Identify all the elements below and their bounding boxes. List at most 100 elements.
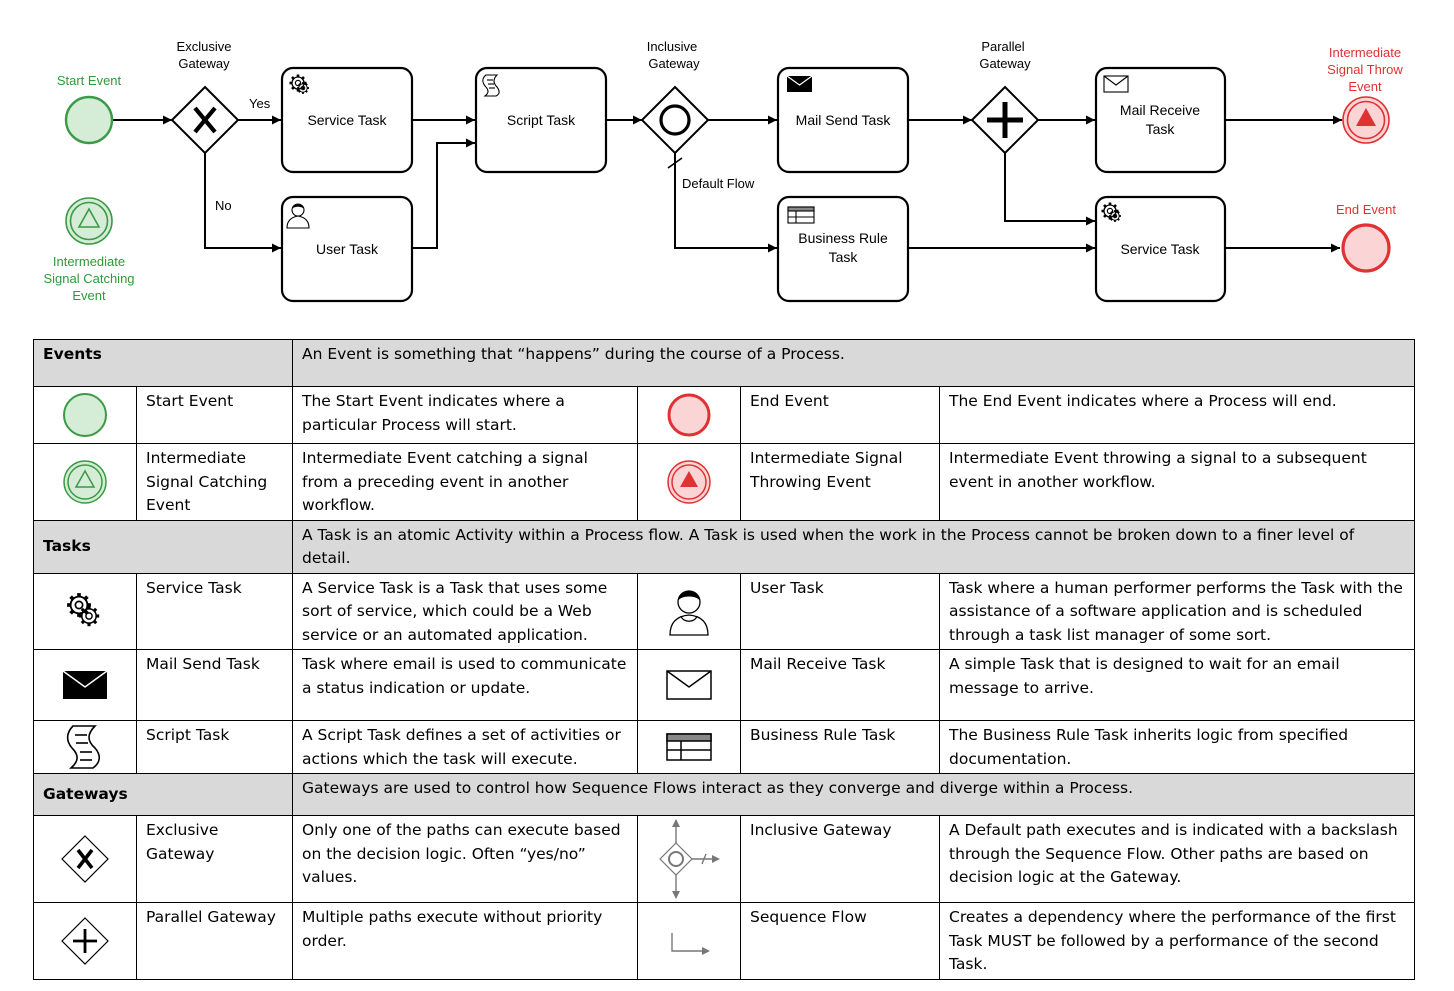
row-desc: Intermediate Event catching a signal fro…: [292, 443, 638, 521]
user-task: User Task: [280, 195, 414, 303]
row-desc: A Service Task is a Task that uses some …: [292, 572, 638, 650]
service-task-2-label: Service Task: [1120, 241, 1200, 257]
signal-throw-event: Intermediate Signal Throw Event: [1327, 45, 1403, 144]
row-name: Parallel Gateway: [136, 902, 293, 980]
events-header-row: Events An Event is something that “happe…: [33, 339, 1415, 387]
parallel-gateway-label-1: Parallel: [981, 39, 1024, 54]
parallel-gateway-icon: [33, 902, 137, 980]
table-row: Start Event The Start Event indicates wh…: [33, 386, 1415, 444]
exclusive-gateway-label-1: Exclusive: [177, 39, 232, 54]
user-icon: [637, 572, 741, 650]
tasks-header-row: Tasks A Task is an atomic Activity withi…: [33, 519, 1415, 574]
start-event: Start Event: [57, 73, 122, 145]
envelope-filled-icon: [786, 75, 813, 92]
row-name: Intermediate Signal Throwing Event: [740, 443, 940, 521]
gateways-title: Gateways: [33, 773, 293, 816]
mail-send-task: Mail Send Task: [776, 66, 910, 174]
service-task-label: Service Task: [307, 112, 387, 128]
signal-throw-label-1: Intermediate: [1329, 45, 1401, 60]
envelope-filled-icon: [33, 649, 137, 721]
events-desc: An Event is something that “happens” dur…: [292, 339, 1415, 387]
table-row: Exclusive Gateway Only one of the paths …: [33, 815, 1415, 903]
row-name: Script Task: [136, 720, 293, 774]
events-title: Events: [33, 339, 293, 387]
gateways-desc: Gateways are used to control how Sequenc…: [292, 773, 1415, 816]
inclusive-gateway-label-2: Gateway: [648, 56, 700, 71]
service-task-2: Service Task: [1094, 195, 1227, 303]
mail-receive-label-1: Mail Receive: [1120, 102, 1200, 118]
parallel-gateway: Parallel Gateway: [970, 39, 1040, 155]
tasks-title: Tasks: [33, 519, 293, 574]
table-row: Parallel Gateway Multiple paths execute …: [33, 902, 1415, 980]
row-desc: A Default path executes and is indicated…: [939, 815, 1415, 903]
row-name: Business Rule Task: [740, 720, 940, 774]
service-task: Service Task: [280, 66, 414, 174]
row-desc: The Business Rule Task inherits logic fr…: [939, 720, 1415, 774]
business-rule-icon: [637, 720, 741, 774]
row-name: Start Event: [136, 386, 293, 444]
inclusive-gateway-label-1: Inclusive: [647, 39, 698, 54]
row-name: Intermediate Signal Catching Event: [136, 443, 293, 521]
start-event-icon: [33, 386, 137, 444]
end-event: End Event: [1336, 202, 1396, 273]
row-desc: The Start Event indicates where a partic…: [292, 386, 638, 444]
script-task-label: Script Task: [507, 112, 576, 128]
signal-catch-event: Intermediate Signal Catching Event: [43, 197, 135, 303]
exclusive-gateway-label-2: Gateway: [178, 56, 230, 71]
user-icon: [286, 203, 310, 229]
row-desc: Task where email is used to communicate …: [292, 649, 638, 721]
row-name: User Task: [740, 572, 940, 650]
row-name: Inclusive Gateway: [740, 815, 940, 903]
end-event-label: End Event: [1336, 202, 1396, 217]
inclusive-gateway: Inclusive Gateway Default Flow: [640, 39, 755, 191]
start-event-label: Start Event: [57, 73, 122, 88]
tasks-desc: A Task is an atomic Activity within a Pr…: [292, 519, 1415, 574]
signal-throw-icon: [637, 443, 741, 521]
table-row: Mail Send Task Task where email is used …: [33, 649, 1415, 721]
sequence-flow-icon: [637, 902, 741, 980]
legend-table: Events An Event is something that “happe…: [33, 339, 1415, 980]
table-row: Intermediate Signal Catching Event Inter…: [33, 443, 1415, 521]
signal-throw-label-2: Signal Throw: [1327, 62, 1403, 77]
row-desc: Task where a human performer performs th…: [939, 572, 1415, 650]
envelope-outline-icon: [1103, 75, 1129, 93]
sequence-flows: [113, 115, 1342, 253]
row-desc: Only one of the paths can execute based …: [292, 815, 638, 903]
row-desc: The End Event indicates where a Process …: [939, 386, 1415, 444]
gateways-header-row: Gateways Gateways are used to control ho…: [33, 773, 1415, 816]
business-rule-icon: [787, 206, 815, 224]
signal-catch-label-2: Signal Catching: [43, 271, 134, 286]
exclusive-gateway: Exclusive Gateway Yes No: [170, 39, 271, 213]
envelope-outline-icon: [637, 649, 741, 721]
inclusive-gateway-icon: [637, 815, 741, 903]
row-name: Service Task: [136, 572, 293, 650]
signal-catch-label-3: Event: [72, 288, 106, 303]
gear-icon: [33, 572, 137, 650]
no-label: No: [215, 198, 232, 213]
mail-receive-task: Mail Receive Task: [1094, 66, 1227, 174]
row-name: Sequence Flow: [740, 902, 940, 980]
row-desc: Intermediate Event throwing a signal to …: [939, 443, 1415, 521]
default-flow-label: Default Flow: [682, 176, 755, 191]
row-desc: Creates a dependency where the performan…: [939, 902, 1415, 980]
row-name: Exclusive Gateway: [136, 815, 293, 903]
table-row: Script Task A Script Task defines a set …: [33, 720, 1415, 774]
business-rule-label-2: Task: [829, 249, 859, 265]
business-rule-label-1: Business Rule: [798, 230, 888, 246]
signal-throw-label-3: Event: [1348, 79, 1382, 94]
script-icon: [482, 74, 500, 97]
row-name: End Event: [740, 386, 940, 444]
bpmn-diagram: Start Event Intermediate Signal Catching…: [43, 39, 1403, 303]
parallel-gateway-label-2: Gateway: [979, 56, 1031, 71]
table-row: Service Task A Service Task is a Task th…: [33, 572, 1415, 650]
row-name: Mail Send Task: [136, 649, 293, 721]
mail-send-task-label: Mail Send Task: [796, 112, 892, 128]
row-desc: Multiple paths execute without priority …: [292, 902, 638, 980]
row-name: Mail Receive Task: [740, 649, 940, 721]
script-icon: [33, 720, 137, 774]
script-task: Script Task: [474, 66, 608, 174]
row-desc: A Script Task defines a set of activitie…: [292, 720, 638, 774]
signal-catch-label-1: Intermediate: [53, 254, 125, 269]
end-event-icon: [637, 386, 741, 444]
row-desc: A simple Task that is designed to wait f…: [939, 649, 1415, 721]
